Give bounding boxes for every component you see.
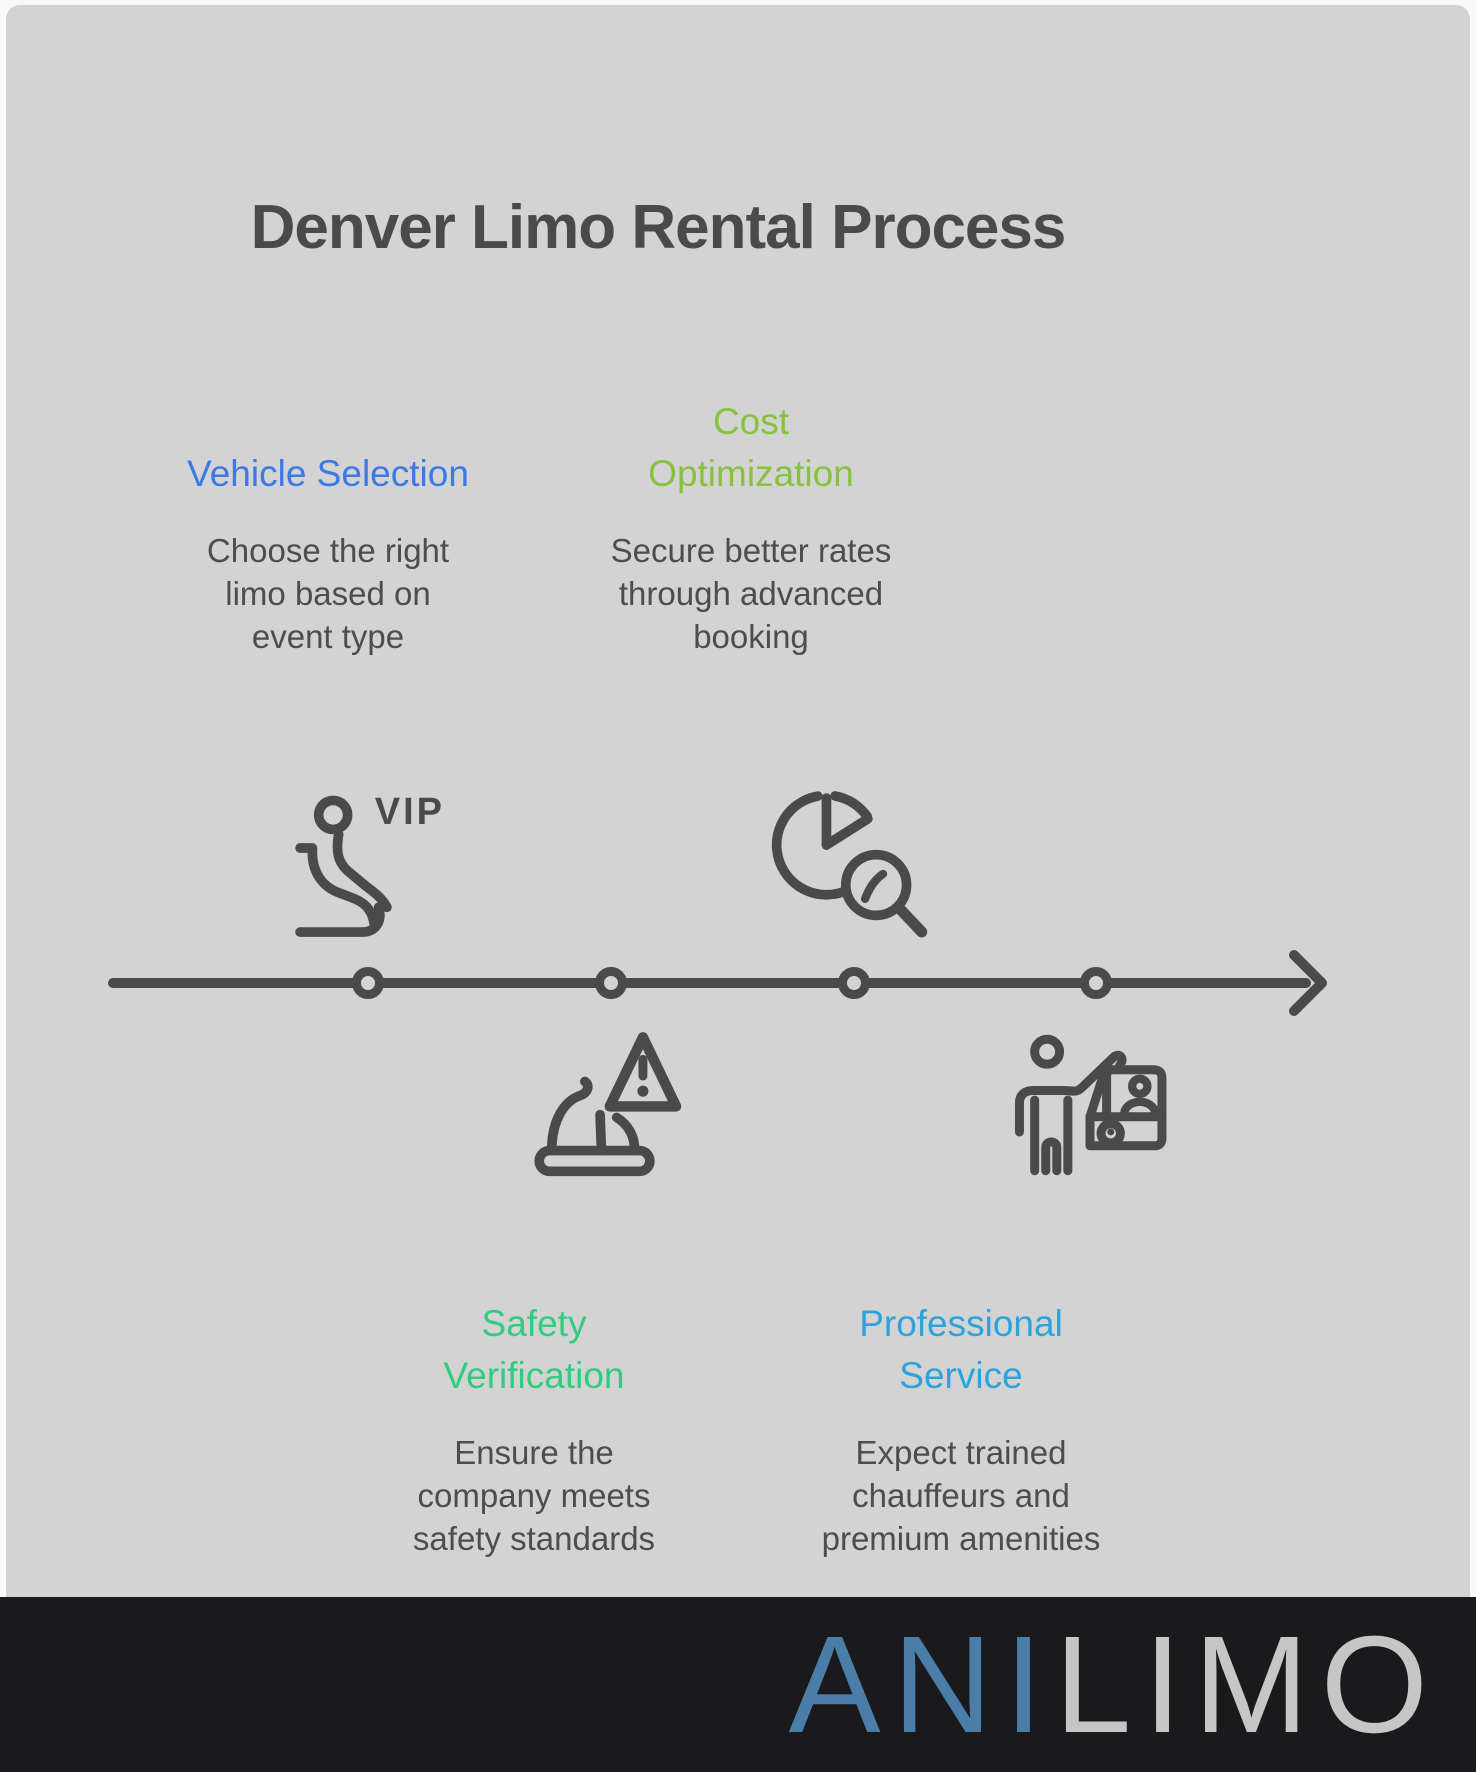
magnifier-handle — [892, 901, 928, 938]
hat-brim — [534, 1145, 655, 1177]
step-title-professional-service: Professional Service — [741, 1298, 1181, 1402]
step-title-line: Optimization — [648, 453, 854, 494]
step-title-line: Service — [899, 1355, 1023, 1396]
passenger-head — [313, 795, 353, 835]
car-wheel-hub — [1107, 1128, 1115, 1136]
desc-line: Secure better rates — [610, 532, 892, 569]
step-title-vehicle-selection: Vehicle Selection — [108, 448, 548, 500]
desc-line: Choose the right — [206, 532, 450, 569]
hat-dome — [546, 1076, 593, 1156]
desc-line: limo based on — [225, 575, 431, 612]
chauffeur-shoulders-raised-arm — [1014, 1050, 1127, 1137]
brand-logo-ani: ANI — [788, 1607, 1055, 1762]
hat-ridge — [595, 1109, 607, 1156]
chauffeur-inner-legs — [1041, 1137, 1062, 1176]
step-description-cost-optimization: Secure better rates through advanced boo… — [531, 529, 971, 658]
warning-triangle-icon — [604, 1032, 682, 1112]
seat-base — [295, 902, 385, 937]
page-title: Denver Limo Rental Process — [250, 193, 1067, 262]
pie-radius-diagonal — [821, 813, 873, 850]
hard-hat-warning-icon — [531, 1030, 683, 1180]
content-panel: Denver Limo Rental Process Vehicle Selec… — [6, 5, 1470, 1597]
exclamation-dot — [637, 1085, 649, 1097]
desc-line: company meets — [417, 1477, 651, 1514]
brand-logo-limo: LIMO — [1054, 1607, 1440, 1762]
chauffeur-head — [1030, 1034, 1065, 1069]
hat-right-side — [611, 1112, 640, 1156]
desc-line: Expect trained — [855, 1434, 1067, 1471]
desc-line: chauffeurs and — [852, 1477, 1070, 1514]
chauffeur-greeting-car-icon — [1011, 1031, 1169, 1179]
desc-line: booking — [693, 618, 809, 655]
step-title-line: Cost — [712, 401, 790, 442]
step-title-line: Verification — [443, 1355, 625, 1396]
step-title-line: Safety — [481, 1303, 587, 1344]
step-title-cost-optimization: Cost Optimization — [531, 396, 971, 500]
step-description-safety-verification: Ensure the company meets safety standard… — [314, 1431, 754, 1560]
pie-wedge-arc — [830, 791, 873, 822]
timeline-node-1 — [352, 967, 384, 999]
step-title-line: Vehicle Selection — [187, 453, 469, 494]
seat-back — [295, 843, 380, 932]
step-title-safety-verification: Safety Verification — [314, 1298, 754, 1402]
desc-line: safety standards — [412, 1520, 656, 1557]
desc-line: event type — [251, 618, 405, 655]
desc-line: Ensure the — [454, 1434, 614, 1471]
step-description-professional-service: Expect trained chauffeurs and premium am… — [741, 1431, 1181, 1560]
brand-logo: ANILIMO — [789, 1616, 1440, 1754]
timeline-node-4 — [1080, 967, 1112, 999]
passenger-body — [332, 829, 392, 913]
arrow-head-icon — [1289, 950, 1327, 1016]
vip-seat-svg — [295, 795, 392, 937]
step-title-line: Professional — [859, 1303, 1063, 1344]
driver-shoulders — [1120, 1097, 1160, 1116]
footer-bar: ANILIMO — [0, 1597, 1476, 1772]
vip-icon-label: VIP — [374, 791, 445, 833]
desc-line: premium amenities — [821, 1520, 1101, 1557]
timeline-node-3 — [838, 967, 870, 999]
pie-chart-magnifier-icon — [771, 788, 930, 942]
timeline-node-2 — [595, 967, 627, 999]
pie-chart-svg — [771, 791, 928, 938]
lens-tick — [860, 869, 888, 903]
desc-line: through advanced — [618, 575, 884, 612]
step-description-vehicle-selection: Choose the right limo based on event typ… — [108, 529, 548, 658]
timeline-arrow — [108, 950, 1327, 1016]
chauffeur-car-svg — [1014, 1034, 1167, 1176]
hard-hat-svg — [534, 1032, 682, 1177]
vip-passenger-seat-icon: VIP — [293, 791, 445, 939]
driver-head — [1128, 1074, 1152, 1099]
